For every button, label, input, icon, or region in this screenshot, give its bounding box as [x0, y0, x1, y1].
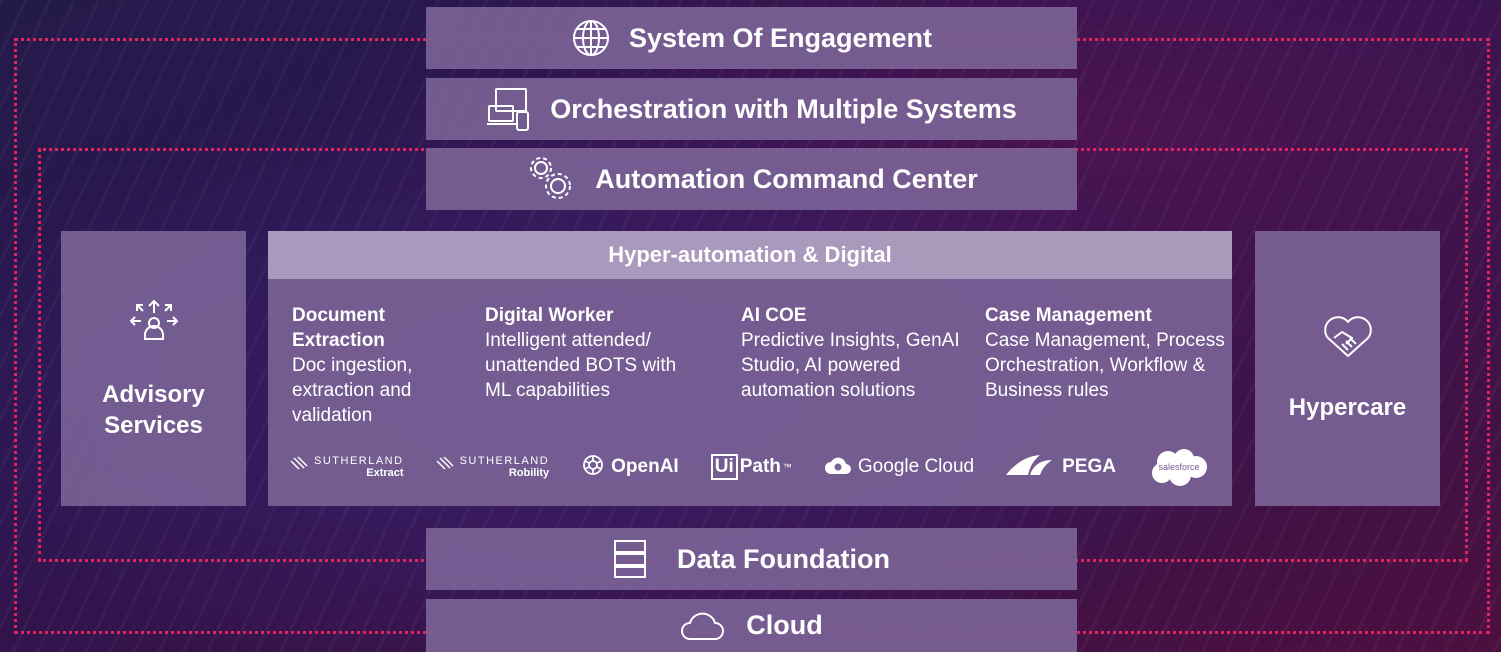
openai-knot-icon	[581, 453, 605, 482]
column-digital-worker: Digital Worker Intelligent attended/ una…	[485, 303, 705, 403]
advisory-people-icon	[129, 297, 179, 355]
hypercare-label: Hypercare	[1288, 394, 1407, 421]
layer-data-foundation: Data Foundation	[426, 528, 1077, 590]
hyper-automation-title: Hyper-automation & Digital	[268, 231, 1232, 279]
google-cloud-icon	[824, 454, 852, 481]
robility-wordmark: Robility	[508, 467, 550, 479]
uipath-wordmark: Path	[739, 456, 781, 477]
column-document-extraction: Document Extraction Doc ingestion, extra…	[292, 303, 462, 428]
column-description: Intelligent attended/ unattended BOTS wi…	[485, 330, 677, 401]
pega-wings-icon	[1006, 454, 1056, 481]
salesforce-cloud-icon	[1151, 449, 1207, 486]
column-title: Digital Worker	[485, 305, 614, 326]
layer-label: Automation Command Center	[595, 163, 978, 194]
salesforce-logo: salesforce	[1148, 447, 1210, 487]
pega-wordmark: PEGA	[1062, 456, 1116, 477]
globe-icon	[571, 18, 611, 58]
pega-logo: PEGA	[1006, 454, 1116, 481]
sutherland-stripes-icon	[290, 455, 308, 479]
server-stack-icon	[613, 539, 647, 579]
advisory-label: Advisory Services	[102, 379, 205, 441]
sutherland-stripes-icon	[436, 455, 454, 479]
uipath-trademark: ™	[782, 462, 792, 472]
extract-wordmark: Extract	[366, 467, 404, 479]
layer-label: Cloud	[746, 610, 823, 640]
google-cloud-logo: Google Cloud	[824, 454, 974, 481]
hypercare-panel: Hypercare	[1255, 231, 1440, 506]
uipath-ui-box: Ui	[710, 454, 738, 480]
layer-cloud: Cloud	[426, 599, 1077, 652]
sutherland-wordmark: SUTHERLAND	[459, 455, 550, 467]
uipath-logo: Ui Path ™	[710, 454, 792, 480]
gears-icon	[525, 153, 577, 205]
salesforce-wordmark: salesforce	[1158, 462, 1200, 472]
layer-system-of-engagement: System Of Engagement	[426, 7, 1077, 69]
google-cloud-wordmark: Google Cloud	[857, 456, 975, 477]
hyper-automation-panel: Hyper-automation & Digital Document Extr…	[268, 231, 1232, 506]
advisory-label-line2: Services	[104, 411, 203, 439]
column-description: Doc ingestion, extraction and validation	[292, 355, 413, 426]
openai-wordmark: OpenAI	[611, 456, 679, 477]
layer-automation-command-center: Automation Command Center	[426, 148, 1077, 210]
column-description: Case Management, Process Orchestration, …	[985, 330, 1225, 401]
cloud-icon	[680, 609, 728, 643]
column-title: Case Management	[985, 305, 1152, 326]
column-title: AI COE	[741, 305, 807, 326]
layer-label: System Of Engagement	[628, 22, 933, 53]
column-description: Predictive Insights, GenAI Studio, AI po…	[741, 330, 960, 401]
layer-orchestration: Orchestration with Multiple Systems	[426, 78, 1077, 140]
advisory-services-panel: Advisory Services	[61, 231, 246, 506]
layer-label: Orchestration with Multiple Systems	[550, 93, 1017, 124]
openai-logo: OpenAI	[581, 453, 679, 482]
advisory-label-line1: Advisory	[102, 380, 205, 408]
layer-label: Data Foundation	[677, 543, 890, 574]
partner-logos: SUTHERLAND Extract SUTHERLAND Robility O…	[290, 447, 1210, 487]
sutherland-extract-logo: SUTHERLAND Extract	[290, 455, 404, 479]
column-title: Document Extraction	[292, 305, 385, 351]
sutherland-robility-logo: SUTHERLAND Robility	[436, 455, 550, 479]
column-case-management: Case Management Case Management, Process…	[985, 303, 1225, 403]
handshake-icon	[1322, 314, 1374, 368]
devices-icon	[486, 86, 532, 132]
column-ai-coe: AI COE Predictive Insights, GenAI Studio…	[741, 303, 971, 403]
sutherland-wordmark: SUTHERLAND	[314, 455, 404, 467]
